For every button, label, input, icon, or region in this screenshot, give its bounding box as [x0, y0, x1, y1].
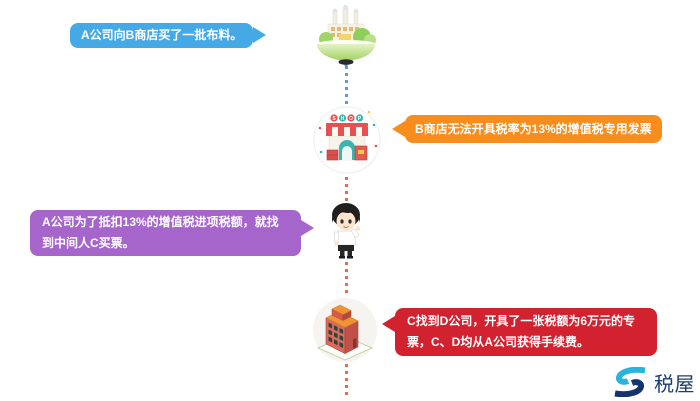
connector-dash-red-1: [345, 177, 348, 204]
building-icon: [312, 296, 378, 366]
svg-text:S: S: [332, 116, 336, 122]
step-bubble-2: B商店无法开具税率为13%的增值税专用发票: [392, 115, 662, 143]
svg-text:H: H: [341, 116, 345, 122]
site-logo: 税屋: [612, 367, 695, 397]
step-text-3: A公司为了抵扣13%的增值税进项税额，就找到中间人C买票。: [42, 215, 279, 250]
step-bubble-1: A公司向B商店买了一批布料。: [70, 23, 267, 48]
step-bubble-4: C找到D公司，开具了一张税额为6万元的专票，C、D均从A公司获得手续费。: [382, 308, 657, 356]
bubble-pointer-right-icon: [253, 27, 267, 43]
connector-dash-red-3: [345, 364, 348, 398]
logo-text: 税屋: [654, 373, 695, 396]
shop-icon: S H O P: [313, 106, 381, 174]
step-text-2: B商店无法开具税率为13%的增值税专用发票: [415, 122, 652, 136]
connector-dash-blue: [345, 66, 348, 104]
svg-text:O: O: [349, 116, 353, 122]
bubble-pointer-right-icon: [301, 220, 314, 236]
bubble-pointer-left-icon: [382, 316, 395, 332]
factory-icon: [316, 4, 376, 68]
bubble-pointer-left-icon: [392, 121, 405, 137]
svg-text:P: P: [358, 116, 362, 122]
person-icon: [323, 202, 369, 260]
step-text-4: C找到D公司，开具了一张税额为6万元的专票，C、D均从A公司获得手续费。: [407, 314, 636, 349]
step-text-1: A公司向B商店买了一批布料。: [81, 28, 243, 42]
step-bubble-3: A公司为了抵扣13%的增值税进项税额，就找到中间人C买票。: [30, 210, 314, 256]
logo-s-icon: [614, 367, 646, 397]
connector-dash-red-2: [345, 262, 348, 297]
